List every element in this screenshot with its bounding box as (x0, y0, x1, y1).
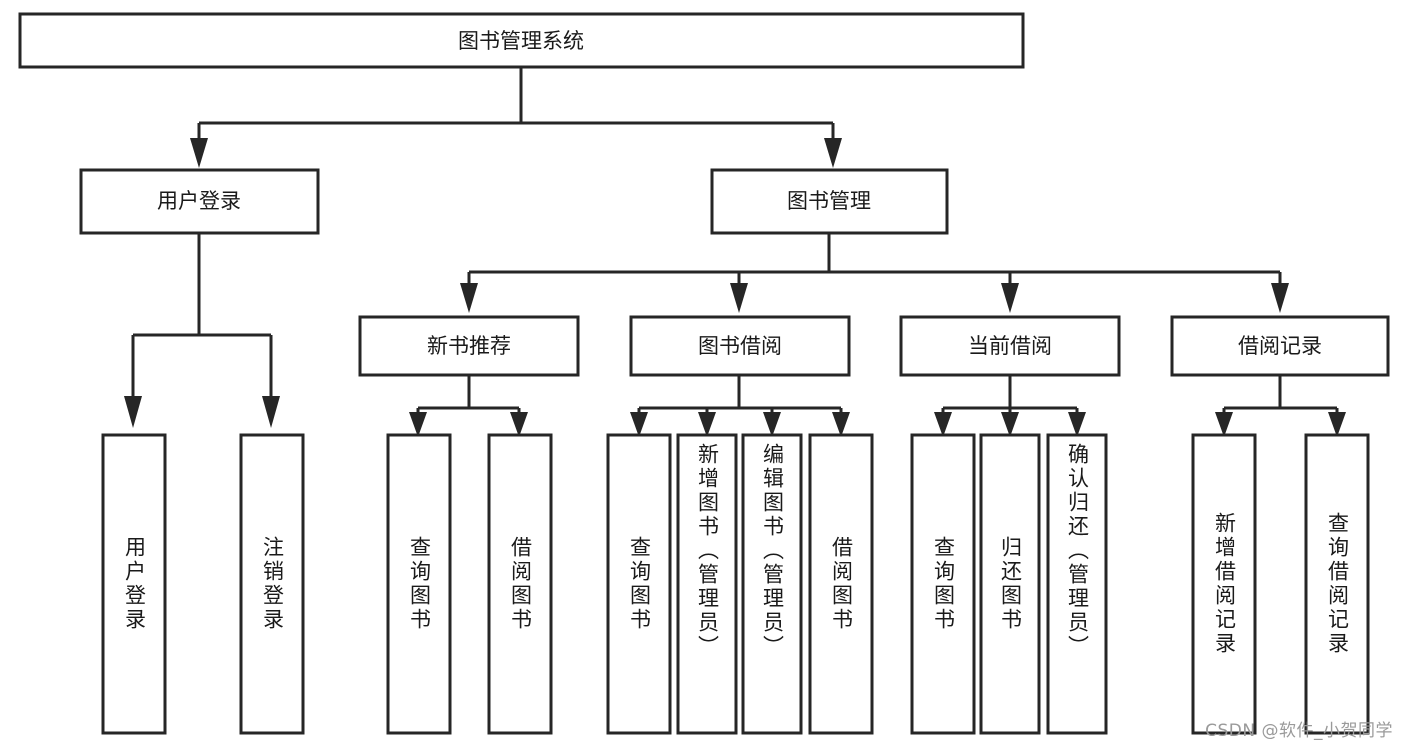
arrow-head-icon (409, 412, 427, 437)
arrow-head-icon (1328, 412, 1346, 437)
leaf-box-user-login[interactable] (101, 433, 167, 735)
arrow-head-icon (832, 412, 850, 437)
arrow-head-icon (698, 412, 716, 437)
leaf-box-borrow-book-2[interactable] (808, 433, 874, 735)
node-label-new-book-recommend: 新书推荐 (427, 334, 511, 358)
arrow-head-icon (262, 396, 280, 428)
connector-root-to-level2 (190, 67, 842, 168)
arrow-head-icon (1271, 283, 1289, 313)
node-root-system[interactable]: 图书管理系统 (18, 12, 1025, 69)
node-current-borrow[interactable]: 当前借阅 (899, 315, 1121, 377)
node-new-book-recommend[interactable]: 新书推荐 (358, 315, 580, 377)
arrow-head-icon (1068, 412, 1086, 437)
node-borrow-record[interactable]: 借阅记录 (1170, 315, 1390, 377)
connector-newbook-to-leaves (409, 375, 528, 437)
connector-borrowrecord-to-leaves (1215, 375, 1346, 437)
leaf-box-query-book-3[interactable] (910, 433, 976, 735)
leaf-box-edit-book[interactable] (741, 433, 803, 735)
node-label-current-borrow: 当前借阅 (968, 334, 1052, 358)
leaf-box-query-book-1[interactable] (386, 433, 452, 735)
arrow-head-icon (824, 138, 842, 168)
leaf-box-add-book[interactable] (676, 433, 738, 735)
arrow-head-icon (1001, 283, 1019, 313)
leaf-box-logout[interactable] (239, 433, 305, 735)
leaf-box-query-book-2[interactable] (606, 433, 672, 735)
leaf-box-query-borrow-record[interactable] (1304, 433, 1370, 735)
connector-bookborrow-to-leaves (630, 375, 850, 437)
arrow-head-icon (630, 412, 648, 437)
watermark-text: CSDN @软件_小贺同学 (1205, 721, 1393, 741)
node-label-borrow-record: 借阅记录 (1238, 334, 1322, 358)
node-label-book-management: 图书管理 (787, 189, 871, 213)
arrow-head-icon (763, 412, 781, 437)
arrow-head-icon (460, 283, 478, 313)
arrow-head-icon (934, 412, 952, 437)
node-label-root: 图书管理系统 (458, 29, 584, 53)
leaf-box-confirm-return[interactable] (1046, 433, 1108, 735)
arrow-head-icon (1001, 412, 1019, 437)
connector-bookmgmt-to-level3 (460, 233, 1289, 313)
arrow-head-icon (730, 283, 748, 313)
node-label-user-login: 用户登录 (157, 189, 241, 213)
arrow-head-icon (1215, 412, 1233, 437)
leaf-box-add-borrow-record[interactable] (1191, 433, 1257, 735)
leaf-box-return-book[interactable] (979, 433, 1041, 735)
connector-currentborrow-to-leaves (934, 375, 1086, 437)
node-book-management[interactable]: 图书管理 (710, 168, 949, 235)
leaf-box-borrow-book-1[interactable] (487, 433, 553, 735)
arrow-head-icon (190, 138, 208, 168)
node-user-login[interactable]: 用户登录 (79, 168, 320, 235)
connector-userlogin-to-leaves (124, 233, 280, 428)
arrow-head-icon (510, 412, 528, 437)
arrow-head-icon (124, 396, 142, 428)
node-label-book-borrow: 图书借阅 (698, 334, 782, 358)
node-book-borrow[interactable]: 图书借阅 (629, 315, 851, 377)
